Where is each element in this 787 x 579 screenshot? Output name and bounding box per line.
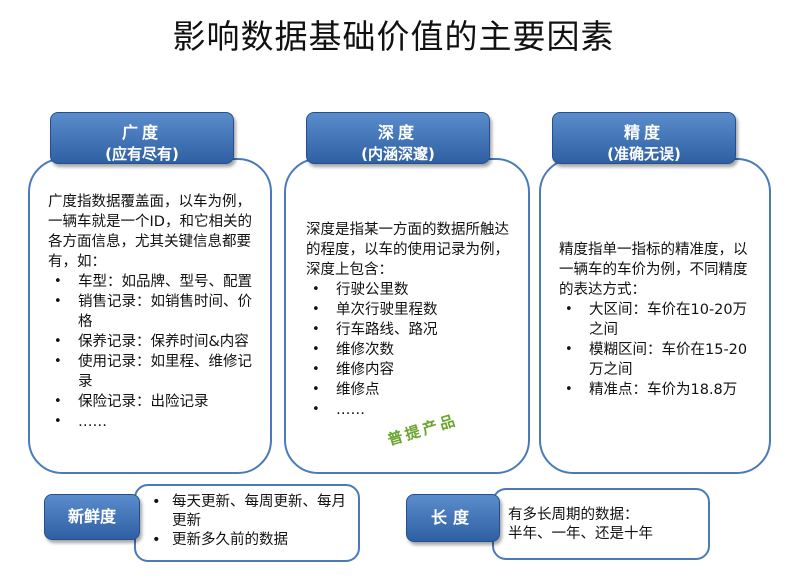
length-line2: 半年、一年、还是十年	[508, 526, 653, 542]
list-item: 保险记录：出险记录	[48, 392, 252, 412]
depth-badge: 深度 (内涵深邃)	[306, 112, 490, 164]
breadth-list: 车型：如品牌、型号、配置 销售记录：如销售时间、价格 保养记录：保养时间&内容 …	[48, 272, 252, 432]
length-line1: 有多长周期的数据：	[508, 507, 639, 523]
list-item: 大区间：车价在10-20万之间	[559, 300, 755, 340]
list-item: 车型：如品牌、型号、配置	[48, 272, 252, 292]
length-badge-label: 长度	[430, 508, 475, 527]
precision-badge-sublabel: (准确无误)	[607, 145, 681, 163]
precision-badge-label: 精度	[623, 123, 664, 142]
freshness-list: • 每天更新、每周更新、每月更新 • 更新多久前的数据	[142, 493, 346, 550]
freshness-box: • 每天更新、每周更新、每月更新 • 更新多久前的数据	[134, 484, 360, 562]
breadth-badge: 广度 (应有尽有)	[50, 112, 234, 164]
list-item: • 更新多久前的数据	[142, 531, 346, 550]
list-item: 使用记录：如里程、维修记录	[48, 352, 252, 392]
page-title: 影响数据基础价值的主要因素	[172, 17, 615, 56]
precision-intro: 精度指单一指标的精准度，以一辆车的车价为例，不同精度的表达方式：	[559, 242, 748, 298]
list-item: ……	[306, 400, 510, 420]
precision-badge: 精度 (准确无误)	[552, 112, 736, 164]
breadth-badge-sublabel: (应有尽有)	[105, 145, 179, 163]
list-item: 维修内容	[306, 360, 510, 380]
list-item-text: 每天更新、每周更新、每月更新	[172, 494, 346, 529]
breadth-intro: 广度指数据覆盖面，以车为例，一辆车就是一个ID，和它相关的各方面信息，尤其关键信…	[48, 194, 252, 270]
freshness-badge: 新鲜度	[44, 494, 140, 540]
list-item: 模糊区间：车价在15-20万之间	[559, 340, 755, 380]
list-item: ……	[48, 412, 252, 432]
list-item: 维修次数	[306, 340, 510, 360]
depth-list: 行驶公里数 单次行驶里程数 行车路线、路况 维修次数 维修内容 维修点 ……	[306, 280, 510, 420]
depth-intro: 深度是指某一方面的数据所触达的程度，以车的使用记录为例，深度上包含：	[306, 222, 509, 278]
breadth-box: 广度指数据覆盖面，以车为例，一辆车就是一个ID，和它相关的各方面信息，尤其关键信…	[28, 158, 272, 474]
list-item-text: 更新多久前的数据	[172, 532, 288, 548]
bullet-icon: •	[152, 532, 161, 548]
list-item: 行驶公里数	[306, 280, 510, 300]
precision-list: 大区间：车价在10-20万之间 模糊区间：车价在15-20万之间 精准点：车价为…	[559, 300, 755, 400]
freshness-badge-label: 新鲜度	[67, 507, 116, 526]
list-item: • 每天更新、每周更新、每月更新	[142, 493, 346, 531]
length-box: 有多长周期的数据： 半年、一年、还是十年	[492, 488, 710, 560]
list-item: 单次行驶里程数	[306, 300, 510, 320]
depth-badge-label: 深度	[377, 123, 418, 142]
depth-box: 深度是指某一方面的数据所触达的程度，以车的使用记录为例，深度上包含： 行驶公里数…	[284, 158, 530, 474]
list-item: 精准点：车价为18.8万	[559, 380, 755, 400]
depth-badge-sublabel: (内涵深邃)	[361, 145, 435, 163]
list-item: 销售记录：如销售时间、价格	[48, 292, 252, 332]
length-badge: 长度	[406, 494, 500, 542]
list-item: 保养记录：保养时间&内容	[48, 332, 252, 352]
breadth-badge-label: 广度	[121, 123, 162, 142]
list-item: 行车路线、路况	[306, 320, 510, 340]
list-item: 维修点	[306, 380, 510, 400]
bullet-icon: •	[152, 494, 161, 510]
precision-box: 精度指单一指标的精准度，以一辆车的车价为例，不同精度的表达方式： 大区间：车价在…	[539, 158, 771, 474]
